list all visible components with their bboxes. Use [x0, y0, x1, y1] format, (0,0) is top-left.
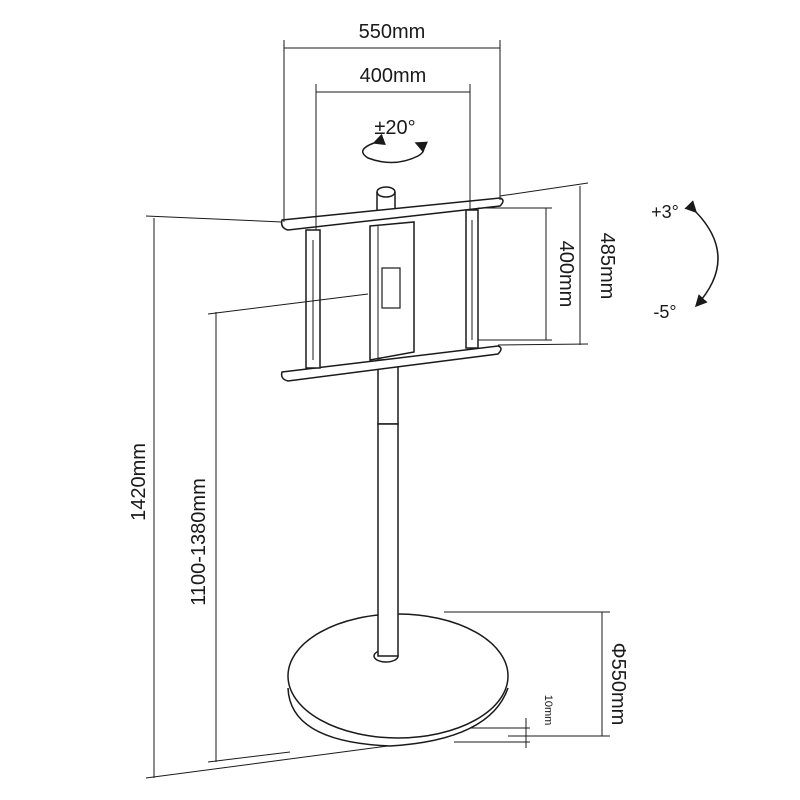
mount-width-outer-label: 550mm — [359, 21, 426, 43]
base-diameter-label: Φ550mm — [607, 643, 629, 726]
tilt-arrow-icon — [684, 200, 719, 308]
bracket-slot — [381, 267, 401, 309]
center-height-label: 1100-1380mm — [188, 478, 210, 605]
swivel-indicator: ±20° — [362, 117, 429, 164]
top-bar — [280, 197, 504, 231]
pole-lower — [377, 423, 399, 657]
mount-height-inner-label: 400mm — [555, 241, 577, 308]
tilt-down-label: -5° — [653, 302, 676, 322]
total-height-label: 1420mm — [128, 443, 150, 521]
swivel-label: ±20° — [374, 117, 415, 139]
mount-height-outer-label: 485mm — [596, 233, 618, 300]
swivel-arrow-icon — [362, 133, 429, 164]
width-dimensions: 550mm 400mm — [283, 21, 501, 230]
tilt-up-label: +3° — [651, 202, 679, 222]
total-height-dimensions: 1420mm 1100-1380mm — [128, 215, 389, 779]
tilt-indicator: +3° -5° — [651, 200, 719, 322]
mount-frame — [280, 186, 504, 382]
mount-width-inner-label: 400mm — [360, 65, 427, 87]
base-plate-edge — [287, 687, 509, 747]
bottom-bar — [280, 345, 502, 382]
mount-height-dimensions: 485mm 400mm — [478, 182, 618, 346]
pole — [377, 359, 399, 657]
base-dimensions: Φ550mm 10mm — [444, 611, 629, 748]
pole-cap — [376, 186, 396, 198]
base-clearance-label: 10mm — [542, 695, 554, 726]
